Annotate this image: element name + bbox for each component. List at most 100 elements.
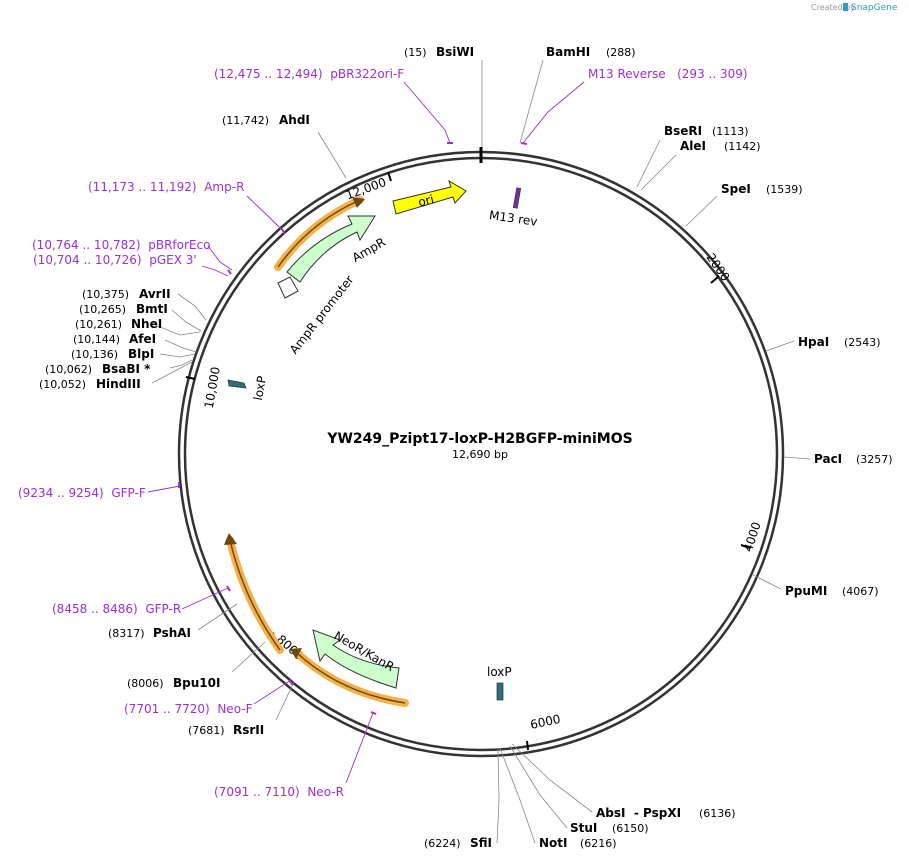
site-pos-afei: (10,144) [73, 333, 120, 346]
leader-paci [783, 456, 811, 460]
primer-m13-reverse: M13 Reverse (293 .. 309) [588, 67, 748, 81]
loxp-bottom-label: loxP [487, 665, 512, 679]
leader-bamhi [519, 59, 544, 144]
primer-leaders [147, 81, 585, 784]
primer-marks [178, 142, 528, 715]
tick-2000-mark [710, 275, 720, 284]
leader-bpu10i [231, 641, 266, 673]
leader-bmti [171, 309, 202, 332]
m13-rev-feature [512, 187, 522, 209]
site-pos-ppumi: (4067) [842, 585, 879, 598]
tick-6000: 6000 [529, 712, 562, 732]
leader-pbrforeco [207, 245, 233, 271]
ampr-primer-arrowhead [352, 197, 365, 208]
plasmid-length: 12,690 bp [452, 448, 508, 461]
site-name-absi-pspxi: AbsI - PspXI [596, 806, 681, 820]
loxp-left-label: loxP [251, 375, 269, 402]
snapgene-flag-icon [843, 3, 848, 11]
site-name-sfii: SfiI [470, 836, 492, 850]
site-pos-noti: (6216) [580, 837, 617, 850]
site-name-avrii: AvrII [139, 287, 171, 301]
primer-gfp-r: (8458 .. 8486) GFP-R [52, 602, 181, 616]
ampr-promoter-arrow [277, 276, 299, 299]
ampr-primer-line [277, 199, 361, 268]
site-name-bpu10i: Bpu10I [173, 676, 220, 690]
site-pos-sfii: (6224) [424, 837, 461, 850]
primer-neo-r: (7091 .. 7110) Neo-R [214, 785, 344, 799]
site-name-bsiwi: BsiWI [436, 45, 474, 59]
leader-nhei [154, 324, 201, 336]
mark-neo-f [288, 679, 294, 686]
leader-pshai [197, 603, 238, 631]
site-name-spei: SpeI [721, 182, 751, 196]
site-name-bseri: BseRI [664, 124, 702, 138]
leader-afei [164, 339, 197, 353]
site-name-ppumi: PpuMI [785, 584, 827, 598]
primer-labels: (12,475 .. 12,494) pBR322ori-F M13 Rever… [18, 67, 748, 799]
site-pos-nhei: (10,261) [75, 318, 122, 331]
tick-10000: 10,000 [202, 366, 223, 410]
site-pos-stui: (6150) [612, 822, 649, 835]
primer-gfp-f: (9234 .. 9254) GFP-F [18, 486, 146, 500]
tick-12000-mark [387, 171, 392, 182]
neo-arrowhead [290, 648, 302, 659]
ampr-label: AmpR [350, 235, 388, 265]
tick-10000-mark [185, 376, 196, 380]
site-pos-bseri: (1113) [712, 125, 749, 138]
leader-sfii [496, 747, 500, 844]
leader-spei [685, 195, 718, 227]
loxp-bottom-feature [496, 682, 504, 701]
ori-arrow [392, 179, 467, 215]
leader-neo-f [253, 679, 292, 705]
mark-neo-r [370, 711, 377, 715]
plasmid-title: YW249_Pzipt17-loxP-H2BGFP-miniMOS [326, 431, 632, 447]
neor-kanr-arrow [312, 629, 400, 689]
mark-pbrforeco [227, 269, 232, 275]
primer-neo-f: (7701 .. 7720) Neo-F [124, 702, 253, 716]
ori-label: ori [417, 192, 436, 209]
site-pos-rsrii: (7681) [188, 724, 225, 737]
mark-gfp-r [226, 585, 231, 592]
leader-neo-r [345, 712, 374, 784]
site-name-stui: StuI [570, 821, 597, 835]
site-name-paci: PacI [814, 452, 842, 466]
site-pos-hindiii: (10,052) [39, 378, 86, 391]
site-name-noti: NotI [539, 836, 568, 850]
leader-blpi [159, 353, 196, 358]
site-name-pshai: PshAI [153, 626, 191, 640]
site-pos-pshai: (8317) [108, 627, 145, 640]
site-pos-paci: (3257) [856, 453, 893, 466]
leader-m13-reverse [522, 81, 585, 144]
site-pos-spei: (1539) [766, 183, 803, 196]
m13-rev-label: M13 rev [488, 208, 538, 229]
site-name-alei: AleI [680, 139, 706, 153]
site-pos-ahdi: (11,742) [222, 114, 269, 127]
site-name-rsrii: RsrII [233, 723, 264, 737]
site-pos-bpu10i: (8006) [127, 677, 164, 690]
leader-ahdi [317, 131, 347, 179]
leader-alei [640, 154, 677, 191]
primer-pbrforeco: (10,764 .. 10,782) pBRforEco [32, 238, 210, 252]
site-pos-bsabi: (10,062) [45, 363, 92, 376]
leader-hindiii [151, 361, 193, 384]
leader-avrii [177, 293, 207, 321]
ampr-arrow [286, 215, 376, 283]
site-name-nhei: NheI [131, 317, 162, 331]
leader-bseri [636, 139, 661, 188]
leader-bsabi [169, 359, 193, 369]
loxp-left-feature [227, 379, 247, 389]
site-name-ahdi: AhdI [279, 113, 310, 127]
leader-gfp-f [147, 485, 181, 493]
leader-absi [511, 743, 593, 813]
primer-amp-r: (11,173 .. 11,192) Amp-R [88, 180, 244, 194]
gfp-line [229, 539, 281, 651]
leader-amp-r [246, 195, 285, 233]
site-name-blpi: BlpI [128, 347, 154, 361]
tick-12000: 12,000 [344, 175, 388, 203]
primer-pbr322ori-f: (12,475 .. 12,494) pBR322ori-F [214, 67, 404, 81]
snapgene-logo: SnapGene [851, 3, 898, 13]
leader-ppumi [752, 574, 782, 590]
ampr-promoter-label: AmpR promoter [287, 273, 357, 357]
site-labels: (15) BsiWI BamHI (288) (11,742) AhdI Bse… [39, 45, 893, 850]
